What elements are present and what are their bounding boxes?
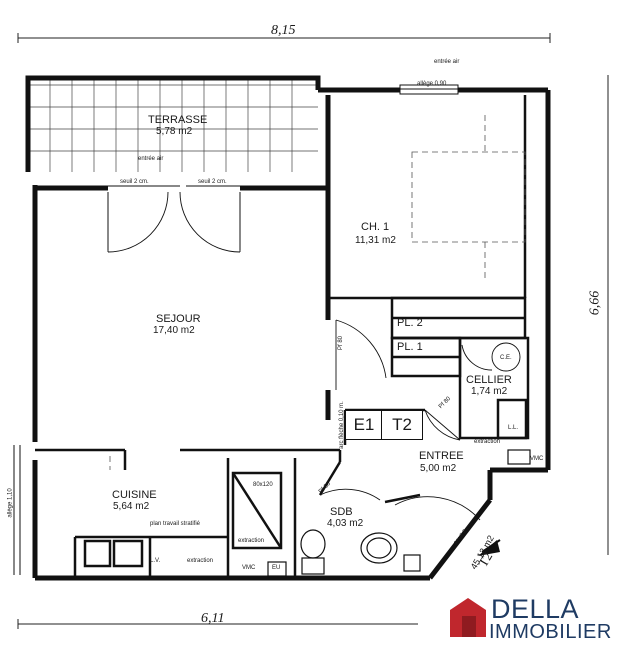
entree-area: 5,00 m2	[420, 463, 457, 474]
cuisine-area: 5,64 m2	[113, 501, 150, 512]
cuisine-name: CUISINE	[112, 489, 157, 501]
logo-della-text: DELLA	[491, 594, 580, 624]
e1-box: E1	[345, 410, 383, 440]
terrasse-area: 5,78 m2	[156, 126, 193, 137]
t2-box: T2	[381, 410, 423, 440]
sdb-area: 4,03 m2	[327, 518, 364, 529]
plan-travail-note: plan travail stratifié	[150, 521, 201, 527]
arc-fleche-note: arc flèche 0,10 m.	[338, 401, 345, 449]
lv-note: L.V.	[150, 558, 161, 564]
cellier-area: 1,74 m2	[471, 386, 508, 397]
right-height-label: 6,66	[587, 290, 603, 316]
shower-size-note: 80x120	[253, 482, 273, 488]
ch1-name: CH. 1	[361, 221, 390, 233]
seuil-right-note: seuil 2 cm.	[198, 179, 227, 185]
sejour-name: SEJOUR	[156, 313, 201, 325]
entree-air-top-note: entrée air	[434, 59, 460, 65]
sejour-area: 17,40 m2	[153, 325, 195, 336]
eu-note: EU	[272, 565, 281, 571]
pl2-label: PL. 2	[397, 317, 423, 329]
della-logo-icon	[450, 598, 486, 637]
vmc-sdb-note: VMC	[242, 565, 256, 571]
entree-name: ENTREE	[419, 450, 464, 462]
extraction-cuisine-note: extraction	[187, 558, 214, 564]
cellier-name: CELLIER	[466, 374, 512, 386]
vmc-entree-note: VMC	[530, 456, 544, 462]
allege-top-note: allège 0,90	[417, 81, 447, 87]
sdb-name: SDB	[330, 506, 353, 518]
allege-left-note: allège 1,10	[7, 488, 14, 518]
terrasse-name: TERRASSE	[148, 114, 208, 126]
extraction-sdb-note: extraction	[238, 538, 265, 544]
seuil-left-note: seuil 2 cm.	[120, 179, 149, 185]
top-width-label: 8,15	[271, 23, 296, 38]
pf80-bedroom-note: Pf 80	[338, 335, 345, 351]
logo-immobilier-text: IMMOBILIER	[489, 621, 612, 643]
pl1-label: PL. 1	[397, 341, 423, 353]
ch1-area: 11,31 m2	[355, 235, 396, 246]
extraction-cellier-note: extraction	[474, 439, 501, 445]
ll-note: L.L.	[508, 425, 519, 431]
entree-air-terrasse-note: entrée air	[138, 156, 164, 162]
bottom-width-label: 6,11	[201, 611, 225, 626]
ce-note: C.E.	[500, 355, 512, 361]
